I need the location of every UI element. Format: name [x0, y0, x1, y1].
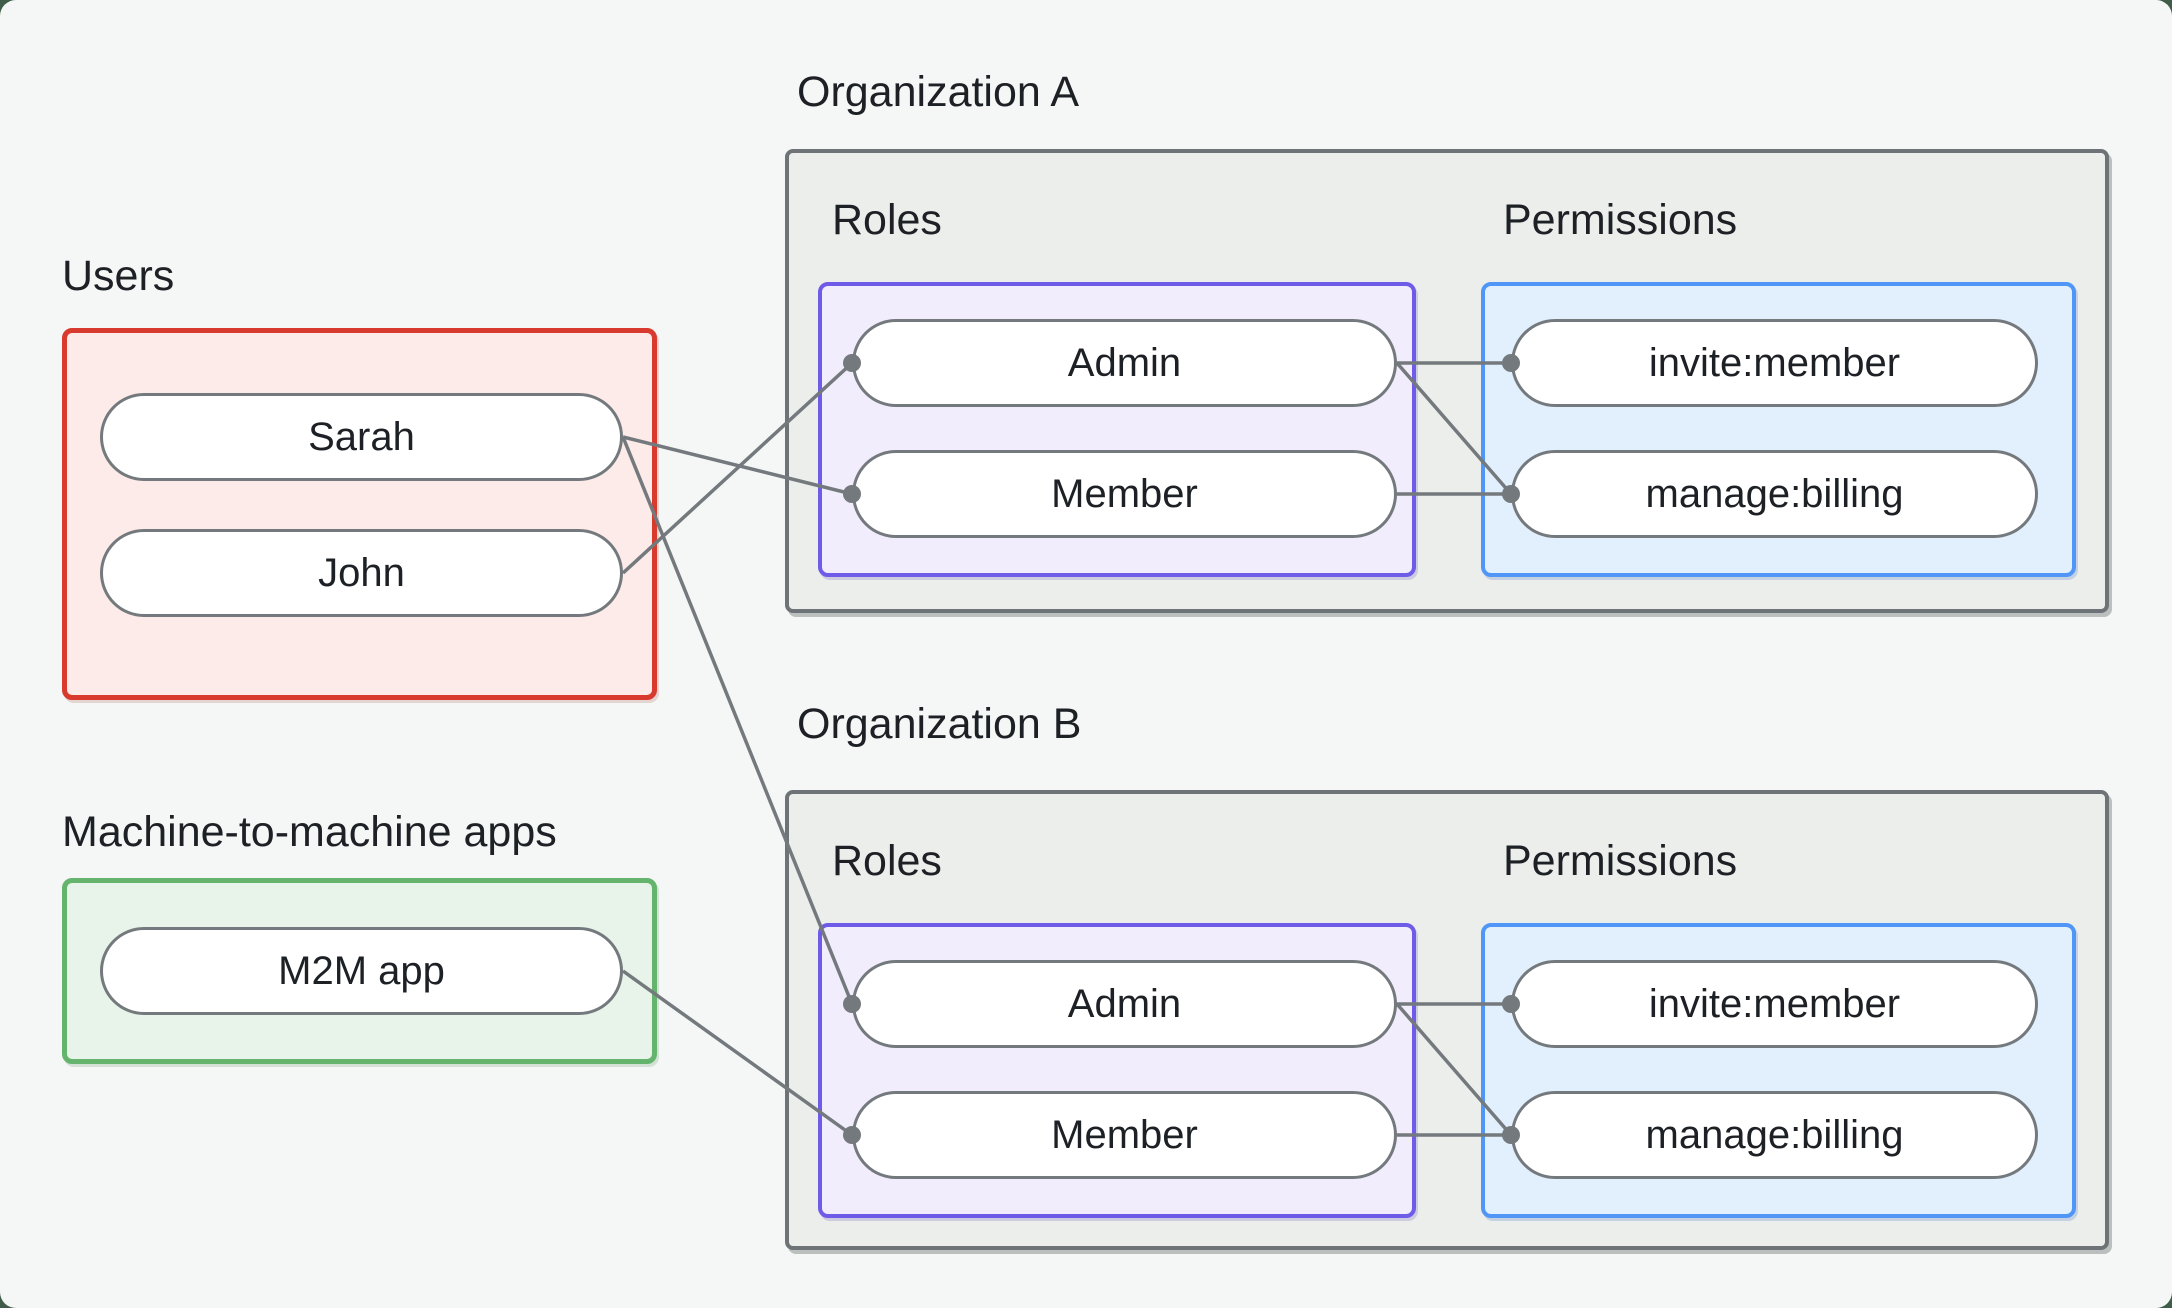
org-a-permissions-label: Permissions: [1503, 196, 1738, 244]
user-node-sarah: Sarah: [100, 393, 623, 481]
user-node-john-label: John: [318, 550, 405, 595]
org-b-title: Organization B: [797, 700, 1082, 748]
org-b-permission-manage-billing: manage:billing: [1511, 1091, 2038, 1179]
org-a-permission-manage-billing-label: manage:billing: [1645, 471, 1904, 516]
org-a-role-member: Member: [852, 450, 1397, 538]
m2m-section-label: Machine-to-machine apps: [62, 808, 557, 856]
user-node-sarah-label: Sarah: [308, 414, 415, 459]
org-a-title: Organization A: [797, 68, 1080, 116]
org-b-permission-invite-member: invite:member: [1511, 960, 2038, 1048]
org-a-permission-invite-member-label: invite:member: [1648, 340, 1901, 385]
m2m-app-node-label: M2M app: [278, 948, 445, 993]
user-node-john: John: [100, 529, 623, 617]
org-b-permission-invite-member-label: invite:member: [1648, 981, 1901, 1026]
org-a-role-admin: Admin: [852, 319, 1397, 407]
org-b-role-member: Member: [852, 1091, 1397, 1179]
org-b-role-admin: Admin: [852, 960, 1397, 1048]
org-a-roles-label: Roles: [832, 196, 942, 244]
org-a-permission-manage-billing: manage:billing: [1511, 450, 2038, 538]
org-a-permission-invite-member: invite:member: [1511, 319, 2038, 407]
org-a-role-admin-label: Admin: [1067, 340, 1182, 385]
org-b-role-admin-label: Admin: [1067, 981, 1182, 1026]
org-b-permission-manage-billing-label: manage:billing: [1645, 1112, 1904, 1157]
org-b-permissions-label: Permissions: [1503, 837, 1738, 885]
users-group-box: [62, 328, 657, 700]
users-section-label: Users: [62, 252, 175, 300]
org-a-role-member-label: Member: [1051, 471, 1198, 516]
org-b-role-member-label: Member: [1051, 1112, 1198, 1157]
m2m-app-node: M2M app: [100, 927, 623, 1015]
org-b-roles-label: Roles: [832, 837, 942, 885]
